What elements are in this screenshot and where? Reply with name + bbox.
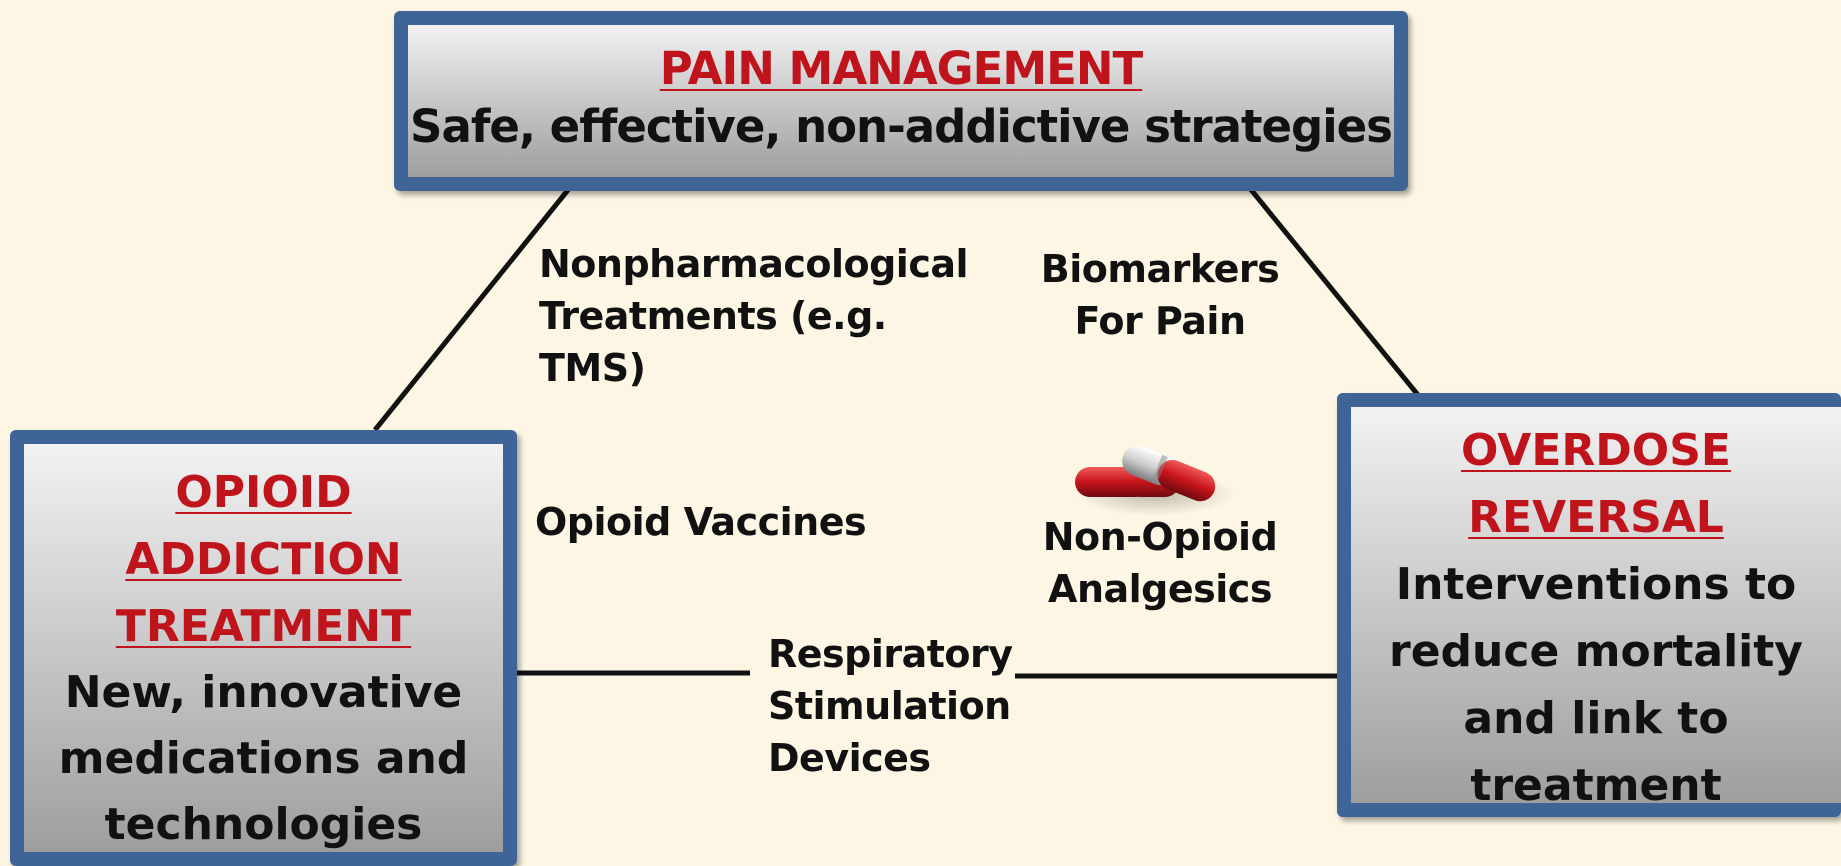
non-opioid-analgesics-label: Non-Opioid Analgesics: [1042, 515, 1278, 611]
connector-top-right: [1233, 168, 1420, 397]
overdose-reversal-title: OVERDOSE REVERSAL: [1461, 425, 1731, 543]
pain-management-box: PAIN MANAGEMENT Safe, effective, non-add…: [394, 11, 1408, 191]
opioid-addiction-box: OPIOID ADDICTION TREATMENT New, innovati…: [10, 430, 517, 866]
opioid-addiction-title: OPIOID ADDICTION TREATMENT: [115, 467, 412, 652]
pain-management-title: PAIN MANAGEMENT: [659, 42, 1143, 95]
overdose-reversal-text: Interventions to reduce mortality and li…: [1389, 559, 1803, 811]
opioid-vaccines-label: Opioid Vaccines: [535, 500, 867, 544]
biomarkers-label: Biomarkers For Pain: [1040, 247, 1280, 343]
pain-management-text: Safe, effective, non-addictive strategie…: [410, 100, 1393, 153]
capsule-pills-icon: [1075, 445, 1235, 516]
nonpharmacological-label: Nonpharmacological Treatments (e.g. TMS): [539, 242, 969, 390]
opioid-addiction-text: New, innovative medications and technolo…: [58, 667, 469, 850]
connector-top-left: [373, 173, 582, 432]
overdose-reversal-box: OVERDOSE REVERSAL Interventions to reduc…: [1337, 393, 1841, 817]
respiratory-stimulation-label: Respiratory Stimulation Devices: [768, 632, 1013, 780]
